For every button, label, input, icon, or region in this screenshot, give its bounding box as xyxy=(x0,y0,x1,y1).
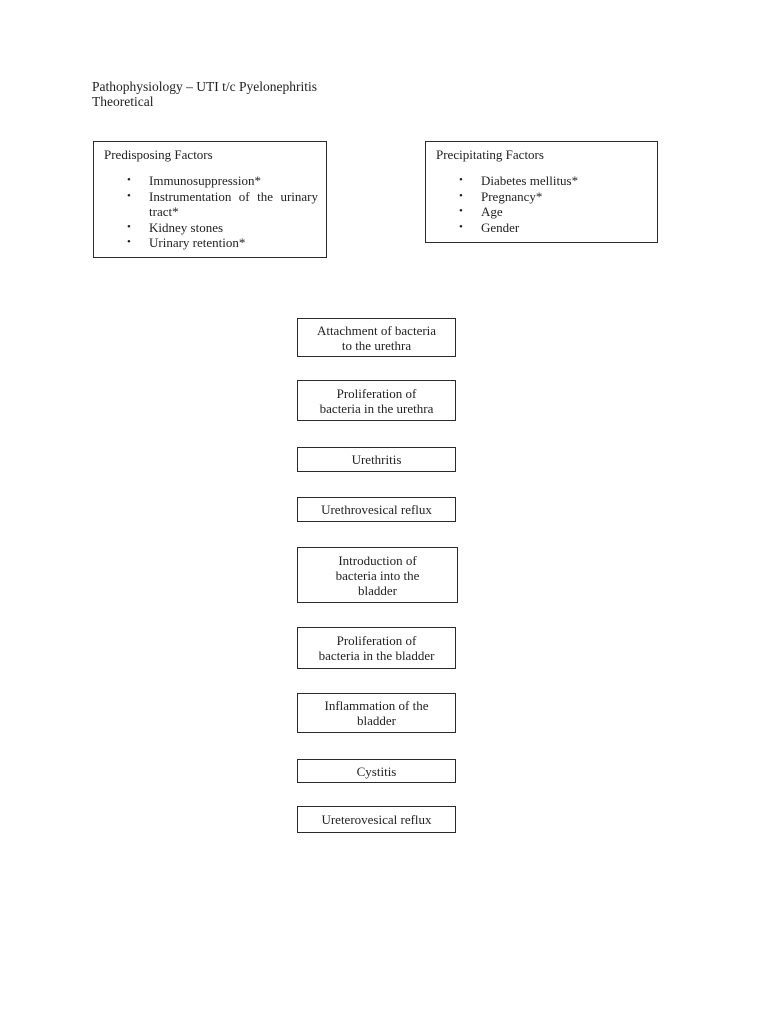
list-item-label: Urinary retention* xyxy=(149,235,246,250)
flow-step-urethritis: Urethritis xyxy=(297,447,456,472)
predisposing-factors-box: Predisposing Factors • Immunosuppression… xyxy=(93,141,327,258)
precipitating-factors-box: Precipitating Factors • Diabetes mellitu… xyxy=(425,141,658,243)
document-title: Pathophysiology – UTI t/c Pyelonephritis… xyxy=(92,79,317,109)
flow-step-urethrovesical-reflux: Urethrovesical reflux xyxy=(297,497,456,522)
flow-step-attachment-of-bacteria: Attachment of bacteria to the urethra xyxy=(297,318,456,357)
flow-step-label: Proliferation of bacteria in the bladder xyxy=(318,633,435,663)
list-item: • Diabetes mellitus* xyxy=(426,173,649,189)
list-item: • Gender xyxy=(426,220,649,236)
list-item-label: Pregnancy* xyxy=(481,188,543,204)
bullet-icon: • xyxy=(127,220,131,233)
flow-step-label: Cystitis xyxy=(356,763,397,779)
bullet-icon: • xyxy=(127,189,131,202)
flow-step-label: Ureterovesical reflux xyxy=(321,812,432,827)
bullet-icon: • xyxy=(459,189,463,202)
list-item-label: Kidney stones xyxy=(149,219,224,235)
flow-step-introduction-bladder: Introduction of bacteria into the bladde… xyxy=(297,547,458,603)
predisposing-factors-list: • Immunosuppression* • Instrumentation o… xyxy=(94,173,326,251)
bullet-icon: • xyxy=(127,174,131,186)
flow-step-label: Proliferation of bacteria in the urethra xyxy=(319,385,434,416)
bullet-icon: • xyxy=(459,174,463,186)
flow-step-label: Urethritis xyxy=(351,452,402,467)
list-item-label: Gender xyxy=(481,219,520,235)
bullet-icon: • xyxy=(459,205,463,217)
flow-step-label: Attachment of bacteria to the urethra xyxy=(316,322,437,353)
flow-step-label: Urethrovesical reflux xyxy=(321,502,432,517)
list-item: • Kidney stones xyxy=(94,220,318,236)
list-item: • Instrumentation of the urinary tract* xyxy=(94,189,318,220)
flow-step-label: Inflammation of the bladder xyxy=(324,698,429,728)
list-item-label: Diabetes mellitus* xyxy=(481,173,579,188)
flow-step-label: Introduction of bacteria into the bladde… xyxy=(335,552,420,598)
precipitating-factors-list: • Diabetes mellitus* • Pregnancy* • Age … xyxy=(426,173,657,235)
list-item: • Pregnancy* xyxy=(426,189,649,205)
flow-step-cystitis: Cystitis xyxy=(297,759,456,783)
flow-step-inflammation-bladder: Inflammation of the bladder xyxy=(297,693,456,733)
list-item-label: Instrumentation of the urinary tract* xyxy=(149,188,318,220)
bullet-icon: • xyxy=(127,236,131,248)
predisposing-factors-heading: Predisposing Factors xyxy=(104,147,213,162)
flow-step-proliferation-bladder: Proliferation of bacteria in the bladder xyxy=(297,627,456,669)
bullet-icon: • xyxy=(459,220,463,233)
precipitating-factors-heading: Precipitating Factors xyxy=(436,147,544,162)
list-item: • Age xyxy=(426,204,649,220)
flow-step-proliferation-urethra: Proliferation of bacteria in the urethra xyxy=(297,380,456,421)
list-item-label: Age xyxy=(481,204,503,219)
list-item: • Urinary retention* xyxy=(94,235,318,251)
list-item-label: Immunosuppression* xyxy=(149,173,261,188)
list-item: • Immunosuppression* xyxy=(94,173,318,189)
flow-step-ureterovesical-reflux: Ureterovesical reflux xyxy=(297,806,456,833)
